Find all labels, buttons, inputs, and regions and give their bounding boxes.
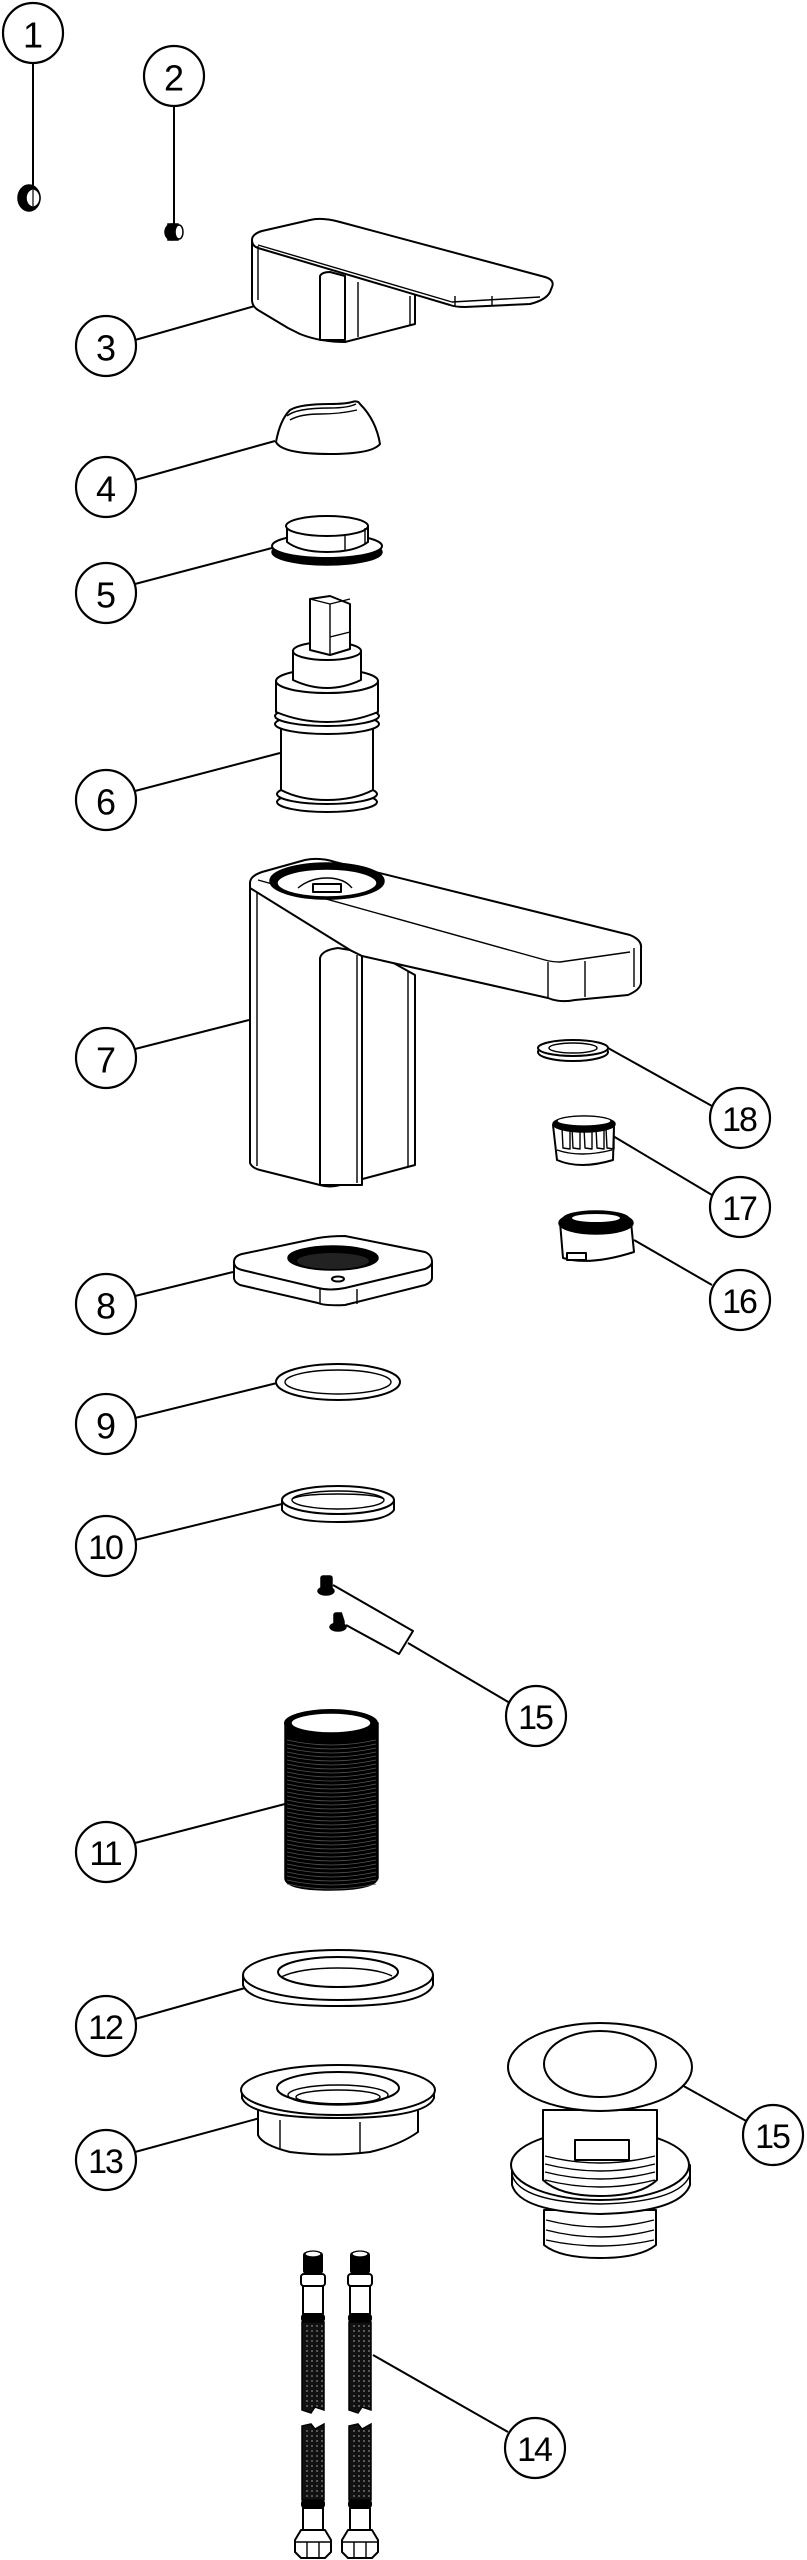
- callout-9: 9: [74, 1392, 138, 1456]
- callout-14: 14: [503, 2416, 567, 2480]
- svg-text:11: 11: [89, 1835, 121, 1873]
- part-15-pop-up-waste: [507, 2022, 749, 2259]
- svg-text:9: 9: [96, 1406, 116, 1447]
- callout-7: 7: [74, 1026, 138, 1090]
- hose-1: [294, 2250, 332, 2559]
- part-2-grub-screw: [164, 106, 184, 241]
- hose-pair: [294, 2250, 379, 2559]
- callout-5: 5: [74, 561, 138, 625]
- svg-text:15: 15: [518, 1699, 553, 1737]
- svg-text:7: 7: [96, 1040, 116, 1081]
- shank-threads: [286, 1739, 377, 1890]
- svg-text:18: 18: [722, 1101, 757, 1139]
- callout-10: 10: [74, 1514, 138, 1578]
- svg-text:17: 17: [722, 1190, 757, 1228]
- part-13-back-nut: [134, 2064, 436, 2156]
- hose-2: [341, 2250, 379, 2559]
- svg-text:14: 14: [517, 2431, 552, 2469]
- svg-text:10: 10: [88, 1529, 123, 1567]
- callout-8: 8: [74, 1272, 138, 1336]
- callout-bubbles: 1 2 3 4 5 6 7 8 9 10 15 11 12 13 14 15 1…: [1, 1, 805, 2480]
- svg-text:4: 4: [96, 469, 116, 510]
- part-10-washer: [134, 1485, 395, 1541]
- aerator-ribs: [561, 1127, 615, 1150]
- callout-4: 4: [74, 455, 138, 519]
- svg-text:1: 1: [23, 15, 43, 56]
- part-14-flexible-hoses: [294, 2250, 509, 2559]
- svg-text:15: 15: [755, 2118, 790, 2156]
- callout-15-screws: 15: [504, 1684, 568, 1748]
- part-15-fixing-screws: [317, 1575, 511, 1704]
- part-9-o-ring: [134, 1363, 401, 1419]
- svg-text:8: 8: [96, 1286, 116, 1327]
- svg-text:2: 2: [164, 58, 184, 99]
- part-16-aerator-housing: [558, 1210, 713, 1286]
- svg-text:5: 5: [96, 575, 116, 616]
- svg-text:12: 12: [88, 2009, 123, 2047]
- callout-18: 18: [708, 1086, 772, 1150]
- callout-16: 16: [708, 1268, 772, 1332]
- svg-text:6: 6: [96, 782, 116, 823]
- part-4-shroud: [134, 400, 381, 481]
- part-7-tap-body: [134, 857, 643, 1188]
- part-1-cap-nut: [17, 63, 41, 212]
- part-3-lever-handle: [134, 217, 554, 343]
- part-18-aerator-washer: [537, 1039, 713, 1107]
- part-5-retaining-nut: [134, 515, 383, 585]
- callout-11: 11: [74, 1820, 138, 1884]
- callout-2: 2: [142, 44, 206, 108]
- callout-15-waste: 15: [741, 2103, 805, 2167]
- part-17-aerator-insert: [552, 1115, 713, 1196]
- callout-12: 12: [74, 1994, 138, 2058]
- svg-text:16: 16: [722, 1283, 757, 1321]
- part-8-base-plate: [134, 1235, 433, 1307]
- svg-text:13: 13: [88, 2143, 123, 2181]
- part-12-washer: [134, 1949, 434, 2020]
- callout-17: 17: [708, 1175, 772, 1239]
- part-11-threaded-shank: [134, 1709, 379, 1891]
- part-6-cartridge: [134, 595, 380, 813]
- callout-6: 6: [74, 768, 138, 832]
- callout-3: 3: [74, 314, 138, 378]
- callout-13: 13: [74, 2128, 138, 2192]
- callout-1: 1: [1, 1, 65, 65]
- svg-text:3: 3: [96, 328, 116, 369]
